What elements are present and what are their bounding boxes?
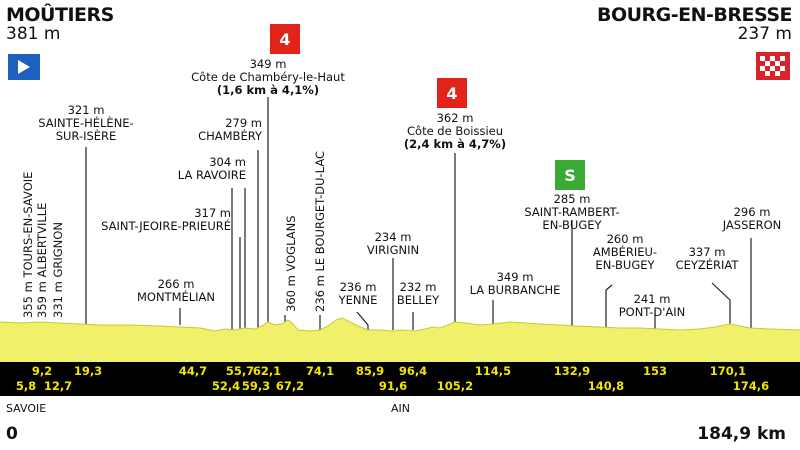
km-marker: 91,6 (378, 379, 408, 393)
km-marker: 67,2 (275, 379, 305, 393)
km-marker: 174,6 (732, 379, 770, 393)
sprint-icon: S (555, 160, 585, 190)
vertical-place-grignon: 331 m GRIGNON (51, 222, 65, 318)
km-marker: 19,3 (73, 364, 103, 378)
vertical-place-albertville: 359 m ALBERTVILLE (35, 202, 49, 318)
start-city: MOÛTIERS (6, 4, 114, 26)
place-sainte-helene: 321 m SAINTE-HÉLÈNE- SUR-ISÈRE (38, 103, 134, 143)
sprint-label: 285 m SAINT-RAMBERT- EN-BUGEY (524, 192, 620, 232)
climb-label-1: 349 m Côte de Chambéry-le-Haut (1,6 km à… (191, 57, 345, 97)
km-marker: 62,1 (252, 364, 282, 378)
place-virignin: 234 m VIRIGNIN (366, 230, 420, 257)
km-marker: 132,9 (553, 364, 591, 378)
place-pont-d-ain: 241 m PONT-D'AIN (618, 292, 686, 319)
km-marker: 114,5 (474, 364, 512, 378)
climb-category-badge-1: 4 (270, 24, 300, 54)
start-altitude: 381 m (6, 24, 61, 44)
km-marker: 44,7 (178, 364, 208, 378)
km-marker: 105,2 (436, 379, 474, 393)
finish-flag-icon (756, 52, 790, 80)
km-marker: 74,1 (305, 364, 335, 378)
distance-start: 0 (6, 424, 18, 444)
place-saint-jeoire: 317 m SAINT-JEOIRE-PRIEURÉ (101, 206, 231, 233)
km-marker: 140,8 (587, 379, 625, 393)
km-band (0, 362, 800, 396)
place-amberieu: 260 m AMBÉRIEU- EN-BUGEY (592, 232, 658, 272)
km-marker: 96,4 (398, 364, 428, 378)
km-marker: 153 (642, 364, 668, 378)
place-ceyzeriat: 337 m CEYZÉRIAT (675, 245, 739, 272)
finish-city: BOURG-EN-BRESSE (596, 4, 793, 26)
climb-category-badge-2: 4 (437, 78, 467, 108)
region-ain: AIN (391, 402, 410, 415)
place-la-ravoire: 304 m LA RAVOIRE (177, 155, 246, 182)
km-marker: 52,4 (211, 379, 241, 393)
region-savoie: SAVOIE (6, 402, 47, 415)
place-chambery: 279 m CHAMBÉRY (198, 116, 262, 143)
km-marker: 170,1 (709, 364, 747, 378)
place-belley: 232 m BELLEY (396, 280, 440, 307)
km-marker: 9,2 (31, 364, 53, 378)
elevation-area (0, 318, 800, 362)
vertical-place-tours-en-savoie: 355 m TOURS-EN-SAVOIE (21, 171, 35, 318)
climb-label-2: 362 m Côte de Boissieu (2,4 km à 4,7%) (403, 111, 507, 151)
start-flag-icon (8, 54, 40, 80)
vertical-place-voglans: 360 m VOGLANS (284, 215, 298, 312)
place-la-burbanche: 349 m LA BURBANCHE (469, 270, 561, 297)
vertical-place-le-bourget-du-lac: 236 m LE BOURGET-DU-LAC (313, 150, 327, 312)
km-marker: 59,3 (241, 379, 271, 393)
km-marker: 85,9 (355, 364, 385, 378)
place-yenne: 236 m YENNE (338, 280, 378, 307)
place-montmelian: 266 m MONTMÉLIAN (136, 277, 216, 304)
km-marker: 12,7 (43, 379, 73, 393)
km-marker: 55,7 (225, 364, 255, 378)
distance-end: 184,9 km (697, 424, 786, 444)
km-marker: 5,8 (15, 379, 37, 393)
finish-altitude: 237 m (737, 24, 792, 44)
place-jasseron: 296 m JASSERON (722, 205, 782, 232)
